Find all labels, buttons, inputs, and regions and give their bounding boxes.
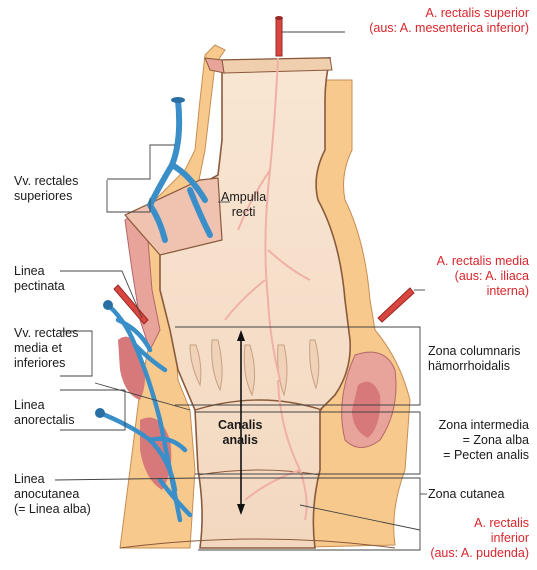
artery-rectalis-media [378,288,414,322]
label-zona-cutanea: Zona cutanea [428,487,504,502]
label-zona-intermedia: Zona intermedia = Zona alba = Pecten ana… [439,418,529,463]
label-linea-anocutanea: Linea anocutanea (= Linea alba) [14,472,91,517]
artery-rectalis-superior [276,18,282,56]
label-canalis-analis: Canalis analis [218,418,262,448]
label-a-rectalis-media: A. rectalis media (aus: A. iliaca intern… [437,254,529,299]
label-ampulla-recti: Ampulla recti [221,190,266,220]
label-vv-rectales-superiores: Vv. rectales superiores [14,174,78,204]
label-linea-pectinata: Linea pectinata [14,264,65,294]
label-zona-columnaris: Zona columnaris hämorrhoidalis [428,344,520,374]
label-vv-rectales-media: Vv. rectales media et inferiores [14,326,78,371]
label-a-rectalis-inferior: A. rectalis inferior (aus: A. pudenda) [430,516,529,561]
label-linea-anorectalis: Linea anorectalis [14,398,74,428]
label-a-rectalis-superior: A. rectalis superior (aus: A. mesenteric… [369,6,529,36]
